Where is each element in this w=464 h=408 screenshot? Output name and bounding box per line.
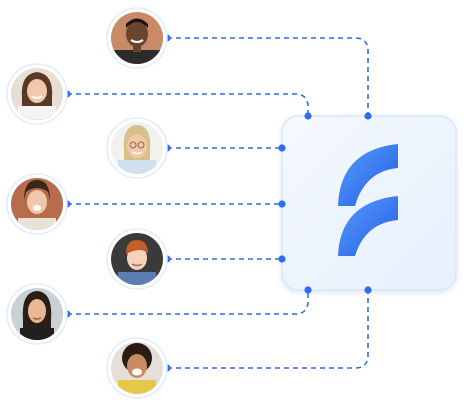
avatar-4 — [6, 173, 68, 235]
avatar-6 — [6, 283, 68, 345]
dot-hub-bottom-left — [304, 286, 312, 294]
connectors — [67, 37, 369, 369]
hub-card — [281, 115, 457, 291]
avatar-1 — [106, 7, 168, 69]
dot-hub-left-3 — [278, 255, 286, 263]
connector-2 — [67, 93, 309, 116]
brand-logo-icon — [338, 144, 398, 256]
avatar-2 — [6, 63, 68, 125]
dot-hub-top-left — [304, 112, 312, 120]
dot-hub-left-1 — [278, 144, 286, 152]
connector-7 — [167, 290, 369, 369]
connector-6 — [67, 290, 309, 315]
dot-hub-bottom-right — [364, 286, 372, 294]
connector-1 — [167, 37, 369, 116]
dot-hub-left-2 — [278, 200, 286, 208]
dot-hub-top-right — [364, 112, 372, 120]
avatar-5 — [106, 228, 168, 290]
avatar-3 — [106, 117, 168, 179]
avatar-7 — [106, 337, 168, 399]
